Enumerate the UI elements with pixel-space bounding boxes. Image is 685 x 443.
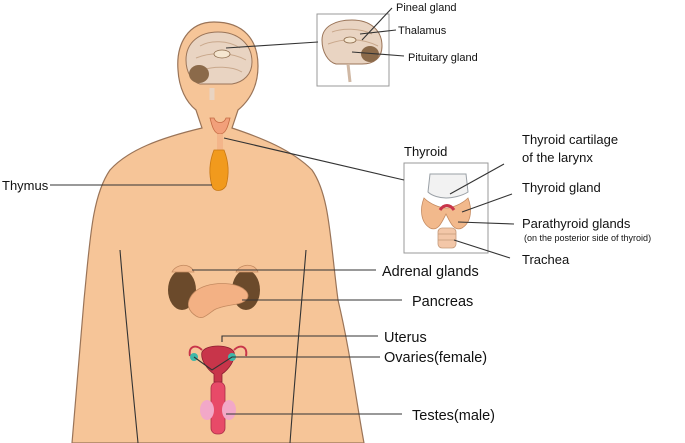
ovaries-leader-line [193,356,380,371]
label-uterus: Uterus [384,330,427,346]
body-silhouette [71,21,365,443]
label-parathyroid-glands: Parathyroid glands [522,216,631,231]
label-thyroid-cartilage-line2: of the larynx [522,150,593,165]
thyroid-gland-leader-line [461,193,513,213]
label-parathyroid-note: (on the posterior side of thyroid) [524,233,651,243]
label-thyroid-gland: Thyroid gland [522,180,601,195]
cartilage-leader-line [449,163,505,195]
uterus-leader-line [221,335,378,342]
label-adrenal-glands: Adrenal glands [382,264,479,280]
trachea-leader-line [453,239,511,259]
label-testes: Testes(male) [412,408,495,424]
left-testis-icon [200,400,214,420]
label-pancreas: Pancreas [412,294,473,310]
trachea-icon [437,227,457,249]
label-trachea: Trachea [522,252,570,267]
label-thalamus: Thalamus [398,25,447,37]
cerebellum-icon [189,65,209,83]
pituitary-leader-line [351,51,405,57]
label-thyroid-title: Thyroid [404,144,447,159]
left-arm-line [119,249,139,443]
label-thyroid-cartilage-line1: Thyroid cartilage [522,132,618,147]
label-pituitary-gland: Pituitary gland [408,52,478,64]
thyroid-cartilage-icon [427,173,469,199]
parathyroid-leader-line [457,221,515,225]
thyroid-icon [209,117,231,135]
label-ovaries: Ovaries(female) [384,350,487,366]
right-testis-icon [222,400,236,420]
label-pineal-gland: Pineal gland [396,2,457,14]
thyroid-leader-line [223,137,405,181]
pineal-leader-line [361,7,393,41]
left-adrenal-icon [171,264,195,273]
label-thymus: Thymus [2,178,49,193]
pancreas-icon [188,283,249,318]
thymus-icon [209,149,229,191]
brain-leader-line [225,41,319,49]
thalamus-leader-line [359,29,397,35]
thyroid-gland-inset-icon [421,197,471,230]
